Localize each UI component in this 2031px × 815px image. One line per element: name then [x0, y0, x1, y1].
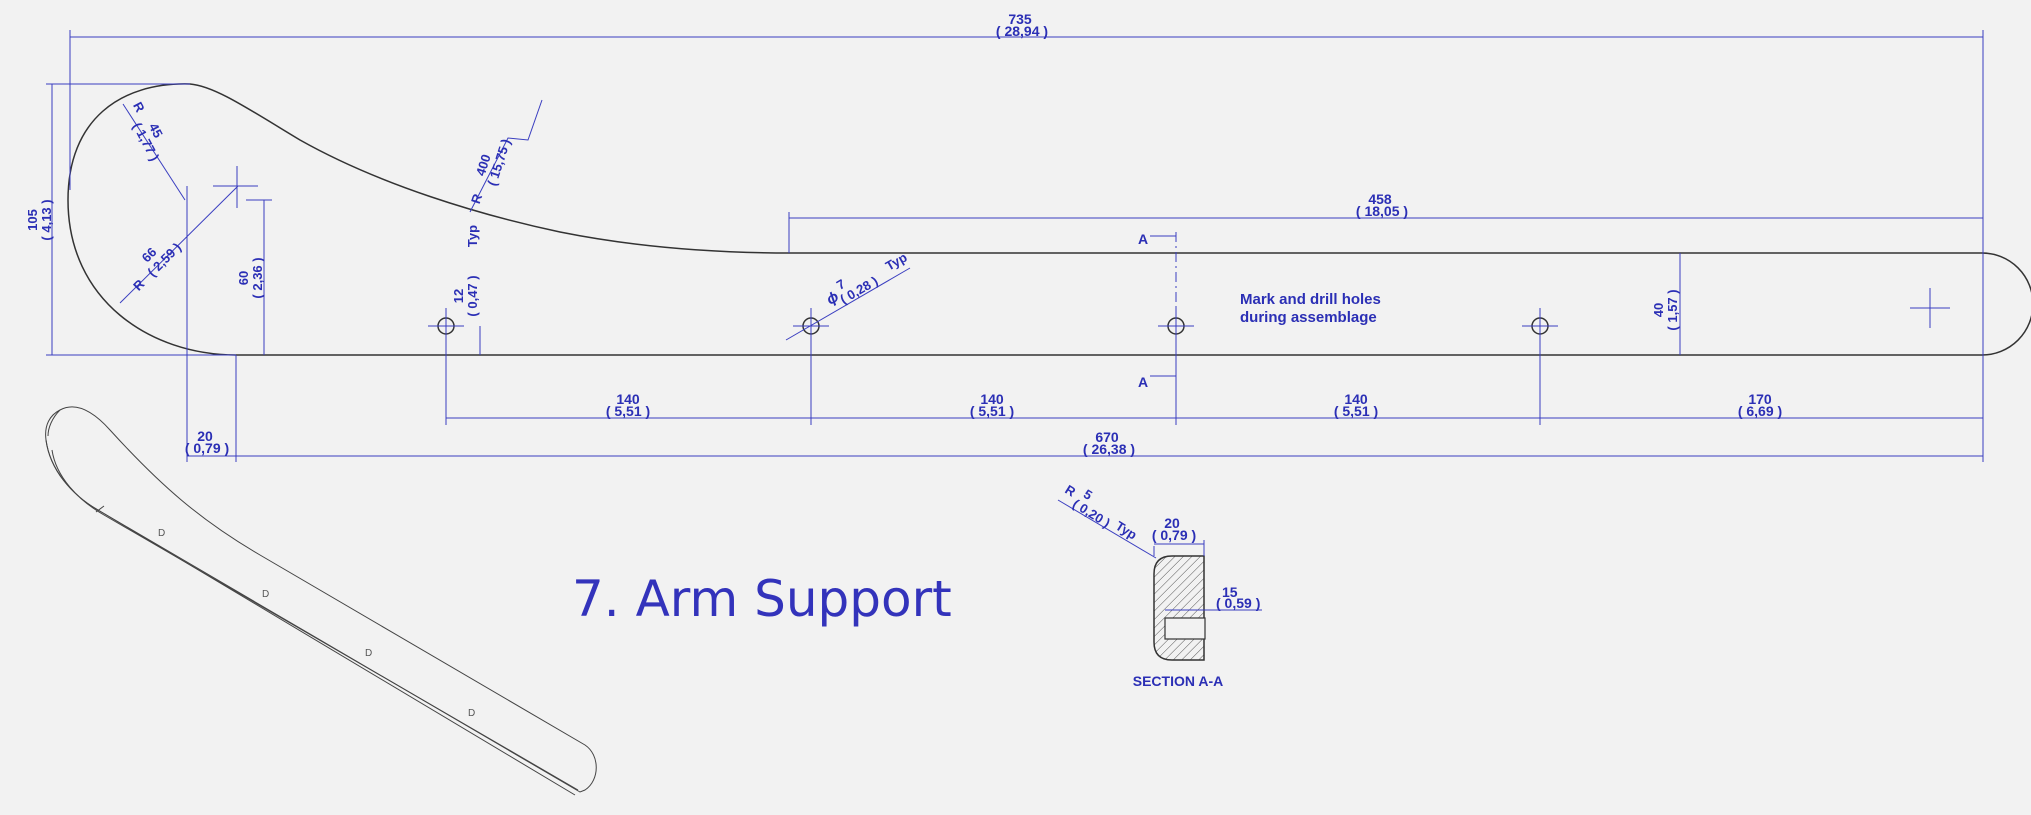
dim-sec-r-in: ( 0,20 ) — [1070, 496, 1113, 531]
dim-670-mm: 670 — [1095, 429, 1119, 445]
dim-140b-in: ( 5,51 ) — [970, 403, 1014, 419]
dim-60-in: ( 2,36 ) — [250, 257, 265, 298]
dim-sec-d-in: ( 0,59 ) — [1216, 595, 1260, 611]
dim-140a-mm: 140 — [616, 391, 640, 407]
dim-12-in: ( 0,47 ) — [465, 275, 480, 316]
dim-r400-r: R — [468, 191, 485, 205]
dimension-lines — [46, 30, 1984, 462]
dim-735-mm: 735 — [1008, 11, 1032, 27]
dim-hole-in: ( 0,28 ) — [837, 273, 880, 307]
dim-140b-mm: 140 — [980, 391, 1004, 407]
dim-140a-in: ( 5,51 ) — [606, 403, 650, 419]
dim-140c-in: ( 5,51 ) — [1334, 403, 1378, 419]
note-line-1: Mark and drill holes — [1240, 291, 1381, 308]
dim-20-in: ( 0,79 ) — [185, 440, 229, 456]
iso-hole-2: D — [262, 589, 269, 600]
iso-hole-1: D — [158, 528, 165, 539]
dim-458-mm: 458 — [1368, 191, 1392, 207]
note-line-2: during assemblage — [1240, 309, 1377, 326]
dim-sec-r-typ: Typ — [1113, 518, 1140, 542]
dim-170-mm: 170 — [1748, 391, 1772, 407]
dim-r45-r: R — [130, 99, 148, 115]
section-a-a-view — [1057, 499, 1262, 661]
arm-support-outline — [67, 83, 2031, 356]
iso-hole-3: D — [365, 648, 372, 659]
dim-105-in: ( 4,13 ) — [39, 199, 54, 240]
end-center-mark — [1910, 288, 1950, 328]
dim-60-mm: 60 — [236, 271, 251, 285]
iso-hole-4: D — [468, 708, 475, 719]
dim-12-mm: 12 — [451, 289, 466, 303]
dim-sec-w-in: ( 0,79 ) — [1152, 527, 1196, 543]
dim-r45-mm: 45 — [146, 120, 166, 140]
dim-40-in: ( 1,57 ) — [1665, 289, 1680, 330]
dim-170-in: ( 6,69 ) — [1738, 403, 1782, 419]
dim-12-typ: Typ — [465, 225, 480, 247]
r45-center-mark — [213, 166, 258, 208]
dim-sec-d-mm: 15 — [1222, 584, 1238, 600]
section-label: SECTION A-A — [1133, 673, 1223, 689]
dim-20-mm: 20 — [197, 428, 213, 444]
dim-458-in: ( 18,05 ) — [1356, 203, 1408, 219]
dim-r400-mm: 400 — [473, 152, 494, 177]
drawing-title: 7. Arm Support — [572, 570, 952, 628]
dim-40-mm: 40 — [1651, 303, 1666, 317]
section-marker-top: A — [1138, 231, 1148, 247]
dim-140c-mm: 140 — [1344, 391, 1368, 407]
dim-735-in: ( 28,94 ) — [996, 23, 1048, 39]
dim-105-mm: 105 — [25, 209, 40, 231]
section-marker-bottom: A — [1138, 374, 1148, 390]
isometric-view: D D D D — [45, 406, 597, 796]
dim-sec-w-mm: 20 — [1164, 515, 1180, 531]
dim-670-in: ( 26,38 ) — [1083, 441, 1135, 457]
